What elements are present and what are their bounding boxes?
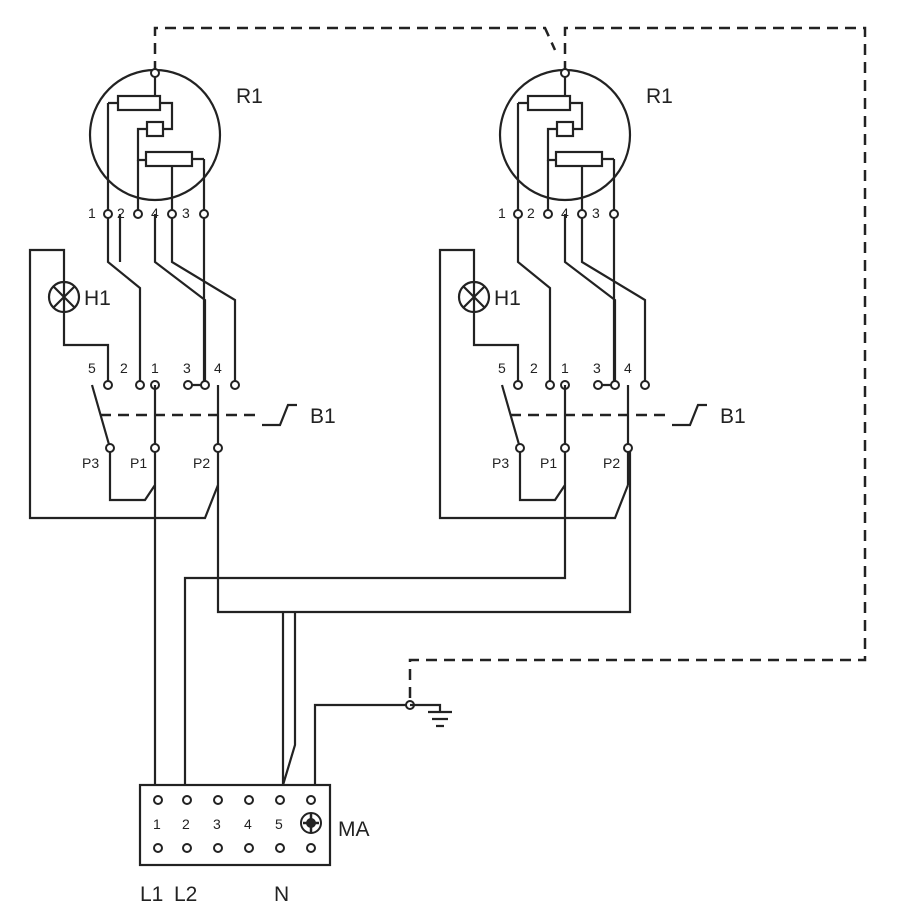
switch-pin-label: 2 <box>530 360 538 376</box>
earth-line <box>153 26 867 705</box>
switch-pin-label: 5 <box>498 360 506 376</box>
terminal-label: MA <box>338 818 370 841</box>
terminal-number: 4 <box>244 816 252 832</box>
relay-pin-label: 2 <box>117 205 125 221</box>
relay-pin-label: 1 <box>498 205 506 221</box>
lamp-label-right: H1 <box>494 287 521 310</box>
switch-label-right: B1 <box>720 405 746 428</box>
unit-left <box>28 68 632 785</box>
line-label-l2: L2 <box>174 883 197 906</box>
relay-resistor-2 <box>144 150 194 168</box>
switch-bottom-label: P1 <box>130 455 147 471</box>
earth-terminal-icon <box>300 812 322 834</box>
relay-pin-label: 1 <box>88 205 96 221</box>
relay-contact <box>145 120 165 138</box>
switch-bottom-label: P2 <box>193 455 210 471</box>
terminal-number: 5 <box>275 816 283 832</box>
terminal-block <box>138 783 332 867</box>
switch-pin-label: 5 <box>88 360 96 376</box>
switch-bottom-label: P1 <box>540 455 557 471</box>
relay-pin-label: 3 <box>182 205 190 221</box>
switch-pin-label: 4 <box>624 360 632 376</box>
switch-pin-label: 3 <box>593 360 601 376</box>
switch-pin-label: 4 <box>214 360 222 376</box>
switch-bottom-label: P2 <box>603 455 620 471</box>
relay-label-right: R1 <box>646 85 673 108</box>
switch-label-left: B1 <box>310 405 336 428</box>
lamp-h1-right <box>457 280 491 314</box>
switch-pin-label: 1 <box>151 360 159 376</box>
switch-pin-label: 2 <box>120 360 128 376</box>
lamp-h1-left <box>47 280 81 314</box>
relay-top-node <box>150 68 160 78</box>
switch-pin-label: 3 <box>183 360 191 376</box>
terminal-number: 1 <box>153 816 161 832</box>
switch-pin-label: 1 <box>561 360 569 376</box>
lamp-label-left: H1 <box>84 287 111 310</box>
relay-pin-label: 2 <box>527 205 535 221</box>
ground-icon <box>410 703 452 728</box>
terminal-number: 2 <box>182 816 190 832</box>
relay-resistor-1 <box>526 94 572 112</box>
relay-resistor-1 <box>116 94 162 112</box>
line-label-l1: L1 <box>140 883 163 906</box>
switch-bottom-label: P3 <box>82 455 99 471</box>
neutral-label: N <box>274 883 289 906</box>
relay-label-left: R1 <box>236 85 263 108</box>
terminal-number: 3 <box>213 816 221 832</box>
unit-right <box>183 68 707 785</box>
terminal-screws <box>153 795 316 853</box>
relay-contact <box>555 120 575 138</box>
relay-pin-label: 3 <box>592 205 600 221</box>
relay-pin-label: 4 <box>561 205 569 221</box>
relay-resistor-2 <box>554 150 604 168</box>
switch-bottom-label: P3 <box>492 455 509 471</box>
relay-pin-label: 4 <box>151 205 159 221</box>
